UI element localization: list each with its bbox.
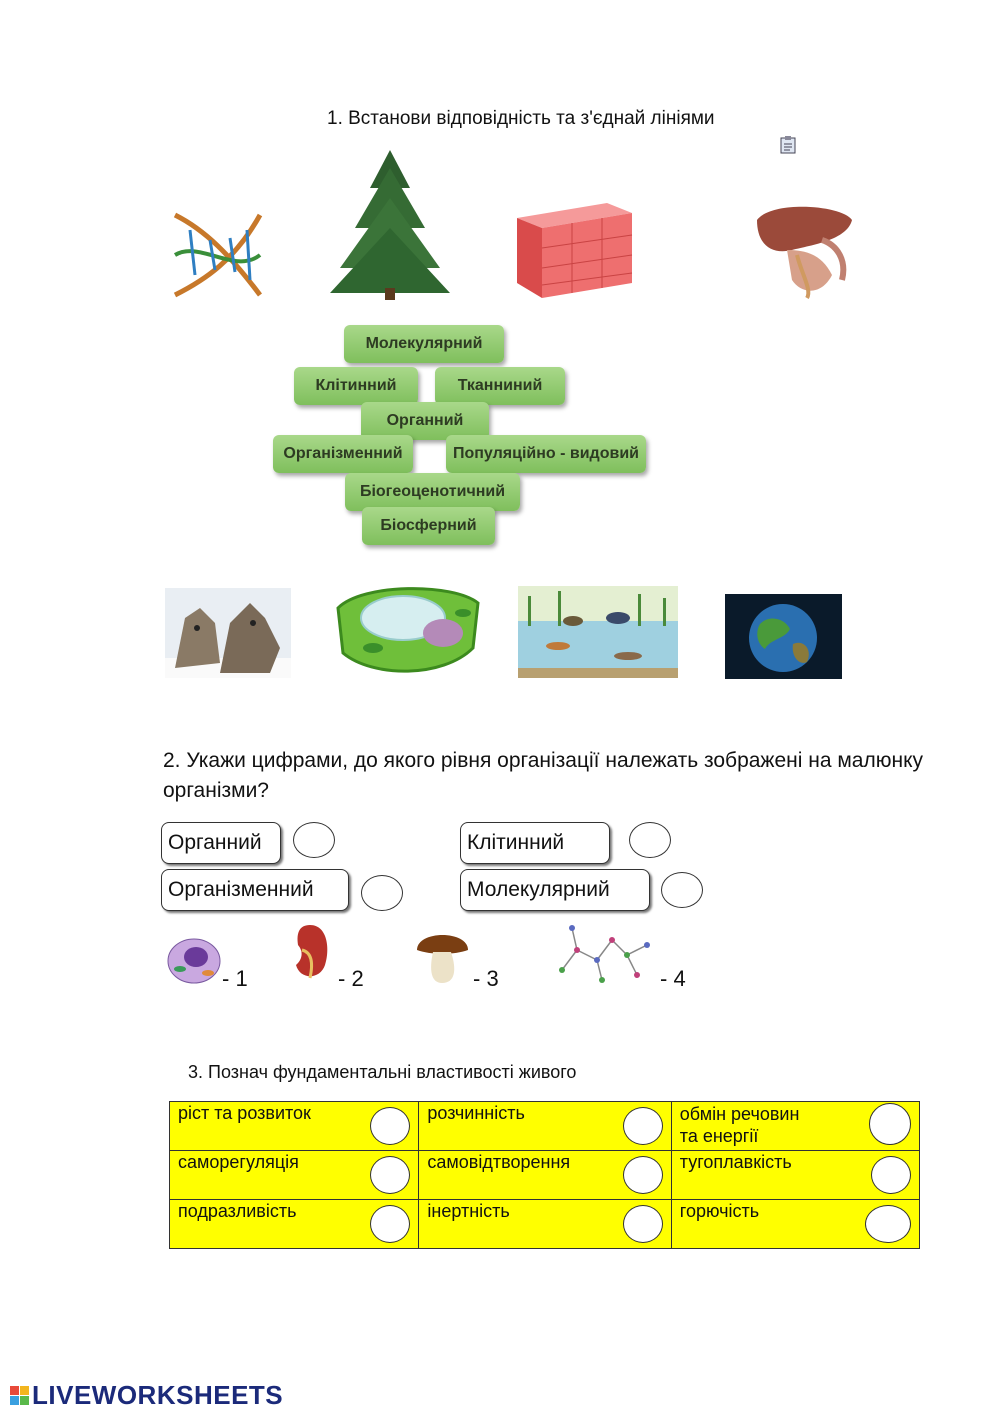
option-organism: Організменний — [161, 869, 349, 911]
table-row: подразливість інертність горючість — [168, 1199, 921, 1249]
property-label: інертність — [427, 1201, 510, 1221]
property-cell: тугоплавкість — [670, 1150, 921, 1200]
option-molecular: Молекулярний — [460, 869, 650, 911]
properties-table: ріст та розвиток розчинність обмін речов… — [168, 1101, 921, 1249]
table-row: саморегуляція самовідтворення тугоплавкі… — [168, 1150, 921, 1200]
digestive-organs-image — [757, 206, 852, 300]
level-tissue-button[interactable]: Тканниний — [435, 367, 565, 405]
molecule-image — [559, 925, 650, 983]
level-population-button[interactable]: Популяційно - видовий — [446, 435, 646, 473]
answer-circle[interactable] — [622, 1107, 663, 1145]
option-cellular: Клітинний — [460, 822, 610, 864]
tissue-block-image — [517, 203, 633, 298]
earth-image — [725, 594, 842, 679]
clipboard-icon[interactable] — [778, 135, 798, 155]
mushroom-image — [417, 935, 468, 983]
property-label: горючість — [679, 1201, 760, 1221]
label-2: - 2 — [338, 966, 364, 991]
pond-ecosystem-image — [518, 586, 678, 678]
label-1: - 1 — [222, 966, 248, 991]
property-cell: ріст та розвиток — [168, 1101, 420, 1151]
property-cell: подразливість — [168, 1199, 420, 1249]
dna-image — [173, 212, 263, 298]
level-cellular-button[interactable]: Клітинний — [294, 367, 418, 405]
logo-mark-icon — [10, 1386, 29, 1405]
property-label: подразливість — [178, 1201, 297, 1221]
property-cell: обмін речовин та енергії — [670, 1101, 921, 1151]
answer-circle[interactable] — [622, 1156, 663, 1194]
property-label: обмін речовин та енергії — [679, 1104, 800, 1146]
property-label: самовідтворення — [427, 1152, 571, 1172]
answer-circle[interactable] — [869, 1103, 911, 1145]
level-organism-button[interactable]: Організменний — [273, 435, 413, 473]
option-organ: Органний — [161, 822, 281, 864]
brand-name: LIVEWORKSHEETS — [32, 1380, 284, 1410]
level-organ-button[interactable]: Органний — [361, 402, 489, 440]
property-label: саморегуляція — [178, 1152, 299, 1172]
label-4: - 4 — [660, 966, 686, 991]
answer-circle[interactable] — [871, 1156, 911, 1194]
answer-circle[interactable] — [370, 1156, 411, 1194]
level-molecular-button[interactable]: Молекулярний — [344, 325, 504, 363]
answer-oval-organism[interactable] — [361, 875, 403, 911]
property-cell: інертність — [418, 1199, 672, 1249]
property-cell: горючість — [670, 1199, 921, 1249]
kidney-image — [296, 925, 328, 979]
table-row: ріст та розвиток розчинність обмін речов… — [168, 1101, 921, 1151]
answer-oval-cellular[interactable] — [629, 822, 671, 858]
task1-title: 1. Встанови відповідність та з'єднай лін… — [327, 108, 715, 129]
task3-title: 3. Познач фундаментальні властивості жив… — [188, 1062, 577, 1082]
answer-circle[interactable] — [370, 1107, 411, 1145]
property-cell: самовідтворення — [418, 1150, 672, 1200]
property-cell: саморегуляція — [168, 1150, 420, 1200]
task2-question: 2. Укажи цифрами, до якого рівня організ… — [163, 749, 924, 802]
property-cell: розчинність — [418, 1101, 672, 1151]
answer-oval-organ[interactable] — [293, 822, 335, 858]
label-3: - 3 — [473, 966, 499, 991]
property-label: ріст та розвиток — [178, 1103, 311, 1123]
cell-image — [167, 938, 221, 984]
fir-tree-image — [330, 150, 450, 300]
wolves-image — [165, 588, 291, 678]
answer-oval-molecular[interactable] — [661, 872, 703, 908]
level-biosphere-button[interactable]: Біосферний — [362, 507, 495, 545]
property-label: розчинність — [427, 1103, 525, 1123]
property-label: тугоплавкість — [679, 1152, 792, 1172]
answer-circle[interactable] — [865, 1205, 911, 1243]
plant-cell-image — [336, 587, 480, 673]
liveworksheets-logo[interactable]: LIVEWORKSHEETS — [10, 1380, 283, 1411]
answer-circle[interactable] — [622, 1205, 663, 1243]
answer-circle[interactable] — [370, 1205, 411, 1243]
level-biogeocenotic-button[interactable]: Біогеоценотичний — [345, 473, 520, 511]
